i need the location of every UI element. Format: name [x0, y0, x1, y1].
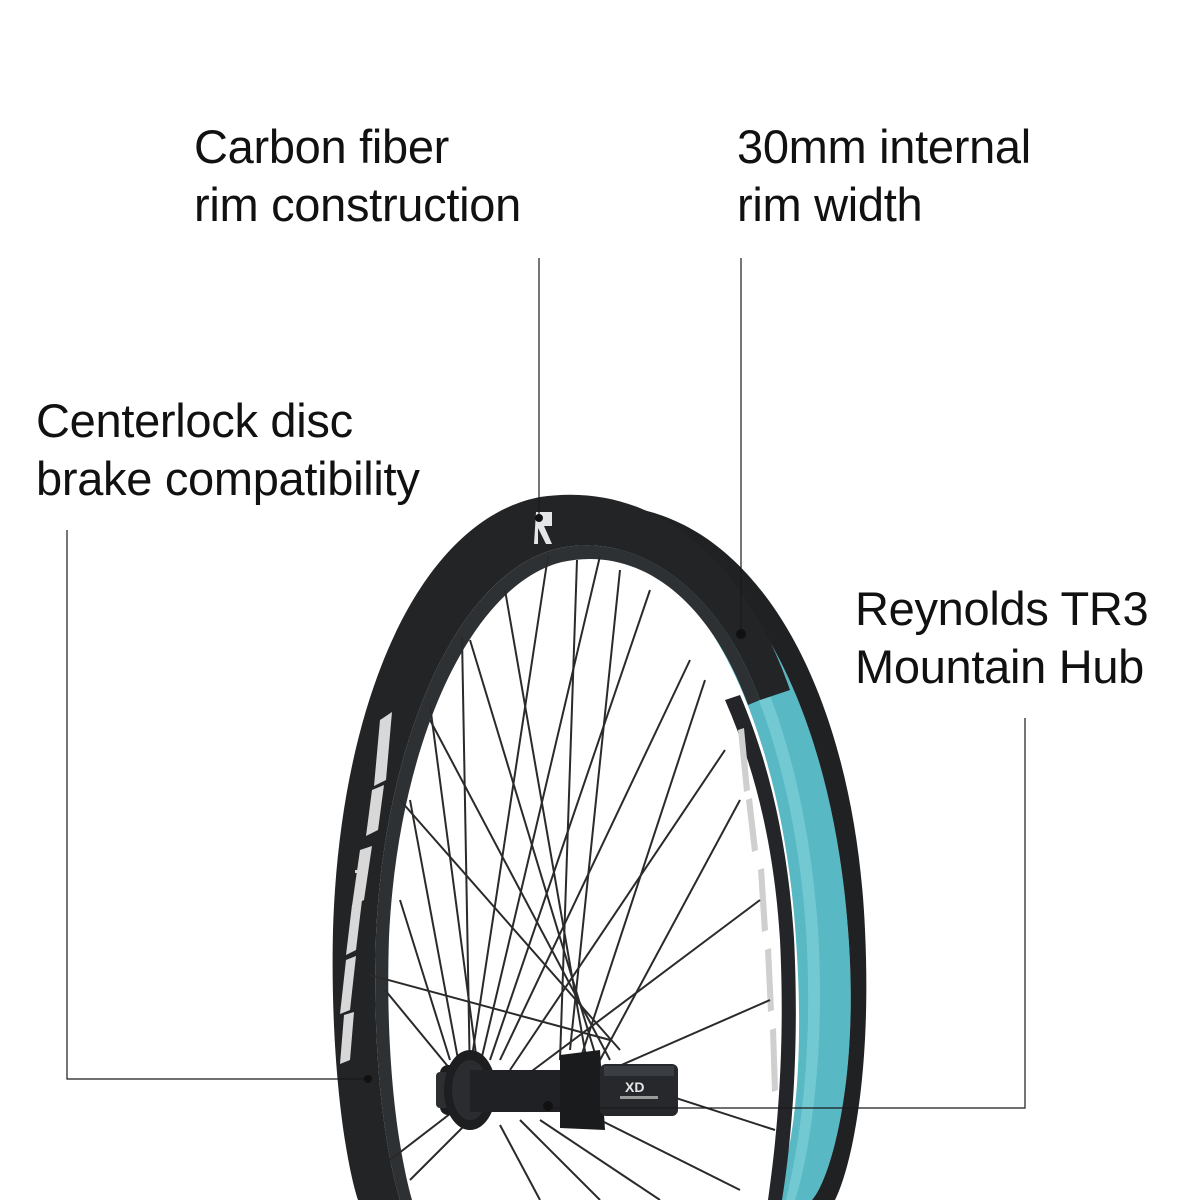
callout-carbon-rim-line2: rim construction: [194, 178, 521, 231]
rim-right-face: [725, 695, 796, 1200]
svg-text:XD: XD: [625, 1079, 644, 1095]
callout-carbon-rim: Carbon fiber rim construction: [194, 118, 521, 234]
leader-centerlock: [66, 530, 368, 1080]
rim-tape: [600, 521, 851, 1200]
callout-centerlock-line1: Centerlock disc: [36, 394, 353, 447]
callout-centerlock-line2: brake compatibility: [36, 452, 420, 505]
callout-centerlock: Centerlock disc brake compatibility: [36, 392, 420, 508]
xd-driver-label-icon: XD: [620, 1079, 658, 1099]
callout-carbon-rim-line1: Carbon fiber: [194, 120, 450, 173]
callout-hub-line1: Reynolds TR3: [855, 582, 1149, 635]
callout-hub: Reynolds TR3 Mountain Hub: [855, 580, 1149, 696]
rim-body: [332, 494, 790, 1200]
leader-hub: [548, 718, 1026, 1109]
leader-dots: [364, 514, 746, 1111]
callout-hub-line2: Mountain Hub: [855, 640, 1145, 693]
rim-decals-right: [738, 728, 778, 1092]
rim-decals-left: [340, 712, 392, 1064]
callout-rim-width: 30mm internal rim width: [737, 118, 1031, 234]
reynolds-logo-icon: [532, 506, 556, 546]
callout-rim-width-line2: rim width: [737, 178, 923, 231]
leader-lines: [66, 258, 1026, 1109]
rim-tape-highlight: [640, 540, 820, 1200]
callout-rim-width-line1: 30mm internal: [737, 120, 1031, 173]
rim-outer-edge: [600, 505, 867, 1200]
hub: [436, 1050, 678, 1130]
